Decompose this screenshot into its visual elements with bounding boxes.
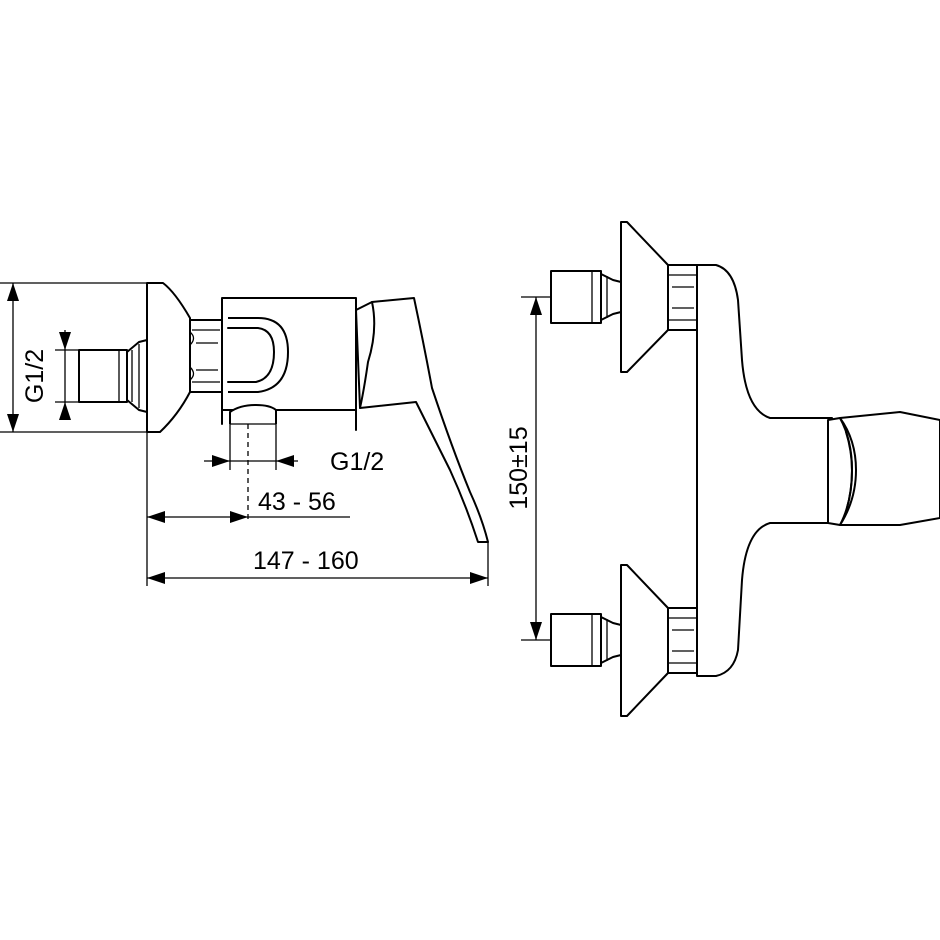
front-lower-rosette bbox=[620, 564, 669, 717]
front-lever-handle bbox=[827, 411, 940, 526]
side-hex-nut bbox=[189, 319, 223, 393]
dim-total-depth: 147 - 160 bbox=[147, 547, 488, 584]
dim-outlet-thread: G1/2 bbox=[204, 448, 384, 476]
front-upper-rosette bbox=[620, 221, 669, 373]
dim-center-distance: 150±15 bbox=[505, 297, 542, 640]
dim-center-distance-label: 150±15 bbox=[505, 426, 533, 509]
front-upper-hex-nut bbox=[667, 264, 698, 331]
dim-side-inlet-thread-label: G1/2 bbox=[21, 349, 49, 403]
dim-side-inlet-thread: G1/2 bbox=[21, 330, 71, 420]
side-flange bbox=[146, 282, 191, 433]
front-lower-inlet-connector bbox=[550, 613, 622, 667]
side-view: G1/2 G1/2 43 - 56 147 - 160 bbox=[0, 282, 489, 586]
dim-total-depth-label: 147 - 160 bbox=[253, 547, 359, 575]
front-mixer-body bbox=[696, 264, 833, 677]
front-view: 150±15 bbox=[505, 221, 940, 717]
front-upper-inlet-connector bbox=[550, 270, 622, 324]
side-outlet-stub bbox=[229, 404, 277, 424]
dim-outlet-thread-label: G1/2 bbox=[330, 448, 384, 476]
dim-outlet-offset-label: 43 - 56 bbox=[258, 488, 336, 516]
dim-outlet-offset: 43 - 56 bbox=[147, 488, 350, 523]
side-mixer-body bbox=[221, 297, 357, 431]
front-lower-hex-nut bbox=[667, 607, 698, 674]
side-inlet-connector bbox=[78, 339, 148, 413]
side-lever-handle bbox=[355, 297, 489, 543]
